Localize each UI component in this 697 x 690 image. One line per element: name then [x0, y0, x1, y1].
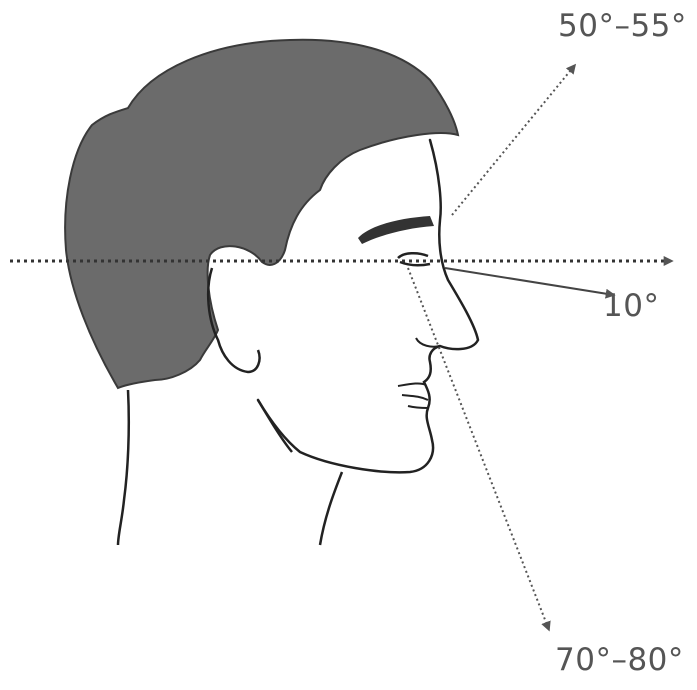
eyebrow: [358, 216, 434, 244]
label-slight-down-angle: 10°: [603, 288, 659, 324]
neck-front: [320, 472, 342, 545]
lips: [398, 383, 428, 408]
eye: [398, 253, 430, 265]
label-downward-angle: 70°–80°: [555, 642, 684, 678]
jaw-line: [258, 400, 292, 452]
neck-back: [118, 390, 129, 545]
label-upward-angle: 50°–55°: [558, 8, 687, 44]
arrow-10-deg: [445, 268, 614, 295]
hair-shape: [65, 40, 458, 388]
arrow-70-80-deg: [408, 268, 549, 630]
arrow-50-55-deg: [452, 65, 575, 215]
